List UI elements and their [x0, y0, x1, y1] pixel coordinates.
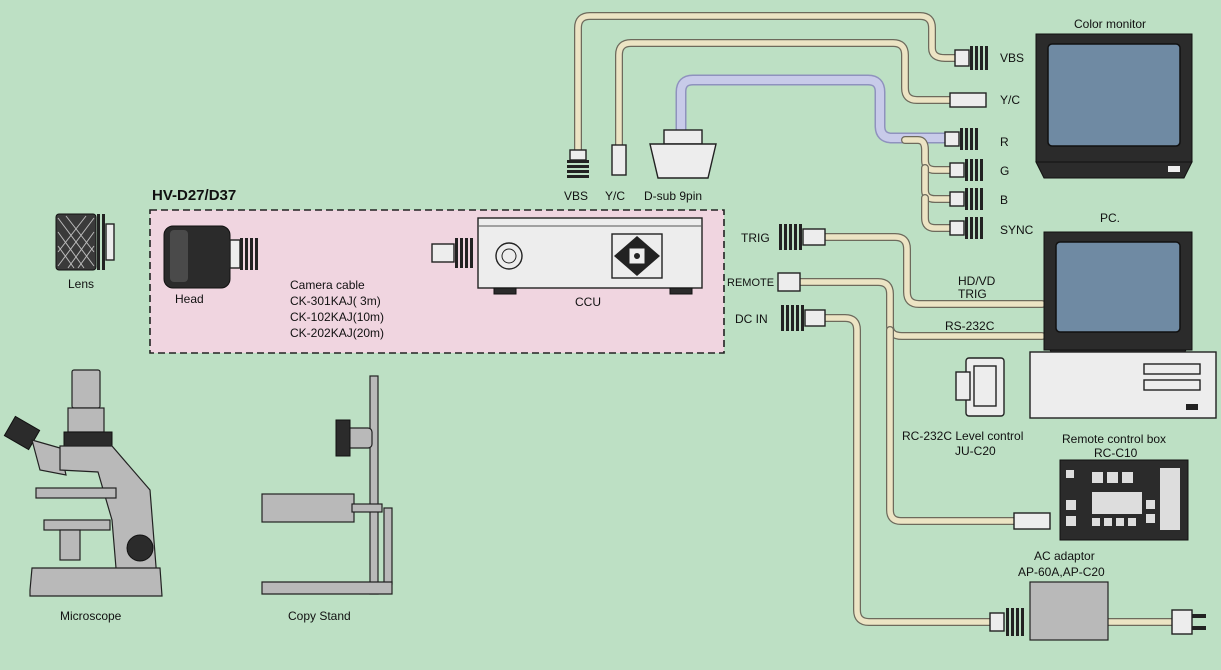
level-control-label-1: RC-232C Level control: [902, 429, 1023, 443]
camera-cable-label: Camera cable: [290, 278, 365, 292]
head-label: Head: [175, 292, 204, 306]
dsub-connector: [649, 129, 717, 179]
r-label: R: [1000, 135, 1009, 149]
ac-plug: [1171, 609, 1206, 635]
level-control[interactable]: [955, 357, 1005, 417]
b-label: B: [1000, 193, 1008, 207]
remote-cable: [796, 278, 1046, 525]
lens-label: Lens: [68, 277, 94, 291]
rgb-cable: [675, 74, 954, 232]
dc-cable: [822, 314, 994, 626]
yc-top-label: Y/C: [605, 189, 625, 203]
ac-adaptor[interactable]: [989, 581, 1109, 641]
yc-label: Y/C: [1000, 93, 1020, 107]
trig-label: TRIG: [741, 231, 770, 245]
microscope-label: Microscope: [60, 609, 122, 623]
vbs-top-label: VBS: [564, 189, 588, 203]
camera-cable-plug: [431, 238, 473, 268]
ac-adaptor-label-1: AC adaptor: [1034, 549, 1095, 563]
dc-in-connector: [781, 305, 826, 331]
trig-connector: [779, 224, 826, 250]
remote-control-box[interactable]: [1059, 459, 1189, 541]
pc[interactable]: [1029, 231, 1217, 419]
ccu-label: CCU: [575, 295, 601, 309]
vbs-top-connector: [567, 149, 589, 178]
r-connector: [944, 128, 978, 150]
yc-cable: [615, 39, 954, 149]
sync-connector: [949, 217, 983, 239]
dsub-label: D-sub 9pin: [644, 189, 702, 203]
hdvd-label: HD/VD: [958, 274, 996, 288]
remote-box-label-2: RC-C10: [1094, 446, 1138, 460]
lens[interactable]: [55, 213, 115, 271]
microscope[interactable]: [3, 369, 163, 597]
system-title: HV-D27/D37: [152, 187, 236, 204]
color-monitor-label: Color monitor: [1074, 17, 1146, 31]
level-control-label-2: JU-C20: [955, 444, 996, 458]
remote-connector: [777, 272, 801, 292]
copy-stand-label: Copy Stand: [288, 609, 351, 623]
cable-3m-label: CK-301KAJ( 3m): [290, 294, 381, 308]
yc-connector: [949, 92, 987, 108]
vbs-cable: [574, 12, 959, 154]
sync-label: SYNC: [1000, 223, 1034, 237]
vbs-connector: [954, 46, 988, 70]
yc-top-connector: [611, 144, 627, 176]
cable-20m-label: CK-202KAJ(20m): [290, 326, 384, 340]
dc-in-label: DC IN: [735, 312, 768, 326]
copy-stand[interactable]: [261, 375, 393, 595]
remote-box-plug: [1013, 512, 1051, 530]
g-connector: [949, 159, 983, 181]
cable-10m-label: CK-102KAJ(10m): [290, 310, 384, 324]
camera-head[interactable]: [163, 225, 258, 289]
remote-label: REMOTE: [727, 277, 774, 289]
remote-box-label-1: Remote control box: [1062, 432, 1166, 446]
trig2-label: TRIG: [958, 287, 987, 301]
vbs-label: VBS: [1000, 51, 1024, 65]
ccu-unit[interactable]: [477, 217, 703, 295]
g-label: G: [1000, 164, 1009, 178]
trig-cable: [822, 233, 1046, 308]
color-monitor[interactable]: [1035, 33, 1193, 179]
pc-label: PC.: [1100, 211, 1120, 225]
ac-adaptor-label-2: AP-60A,AP-C20: [1018, 565, 1105, 579]
rs232c-label: RS-232C: [945, 319, 995, 333]
b-connector: [949, 188, 983, 210]
